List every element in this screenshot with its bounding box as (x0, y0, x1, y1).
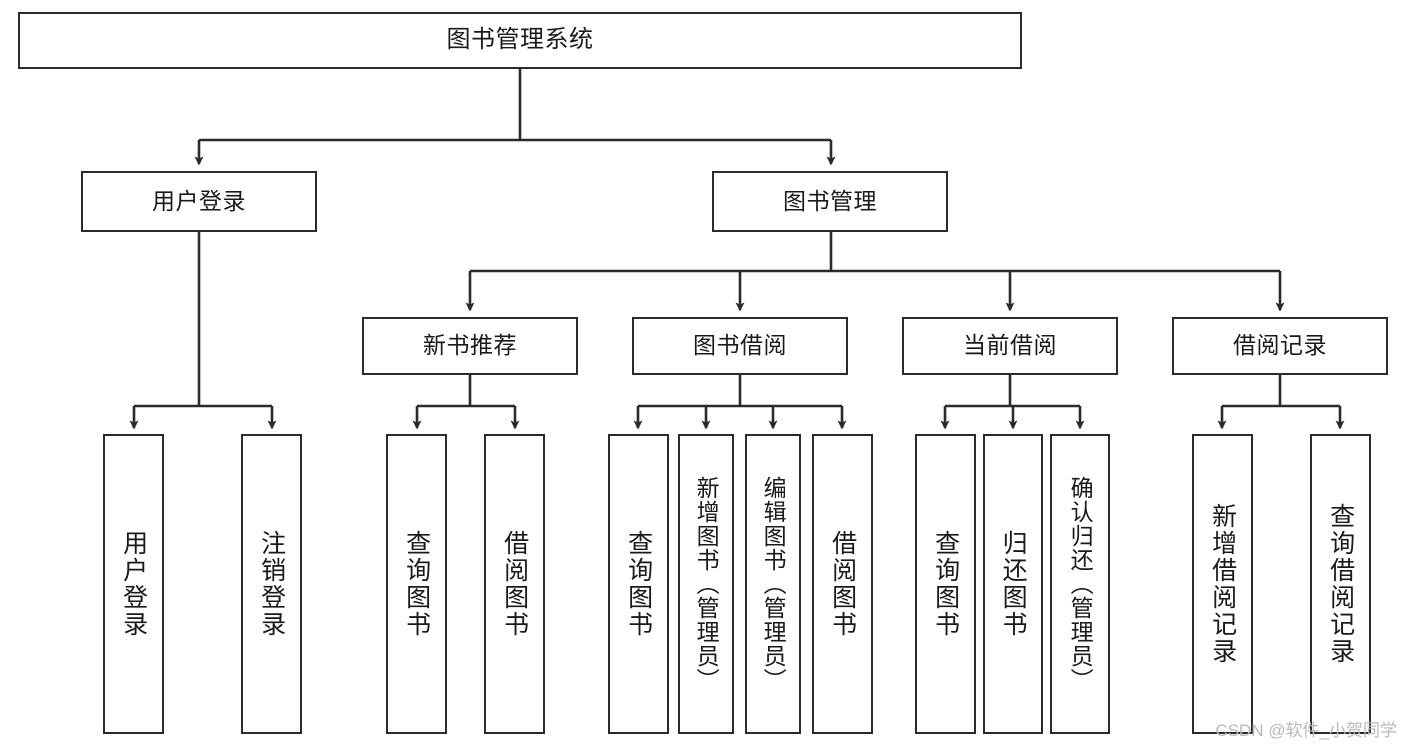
node-leaf-confirm-return-label: 确认归还（管理员） (1067, 476, 1094, 692)
node-leaf-query-book-2-label: 查询图书 (624, 530, 653, 638)
node-leaf-add-book[interactable]: 新增图书（管理员） (678, 434, 734, 734)
node-leaf-edit-book[interactable]: 编辑图书（管理员） (745, 434, 801, 734)
node-leaf-borrow-book-1[interactable]: 借阅图书 (484, 434, 545, 734)
node-new-book-recommend[interactable]: 新书推荐 (362, 317, 578, 375)
node-leaf-borrow-book-2-label: 借阅图书 (828, 530, 857, 638)
node-leaf-query-book-3[interactable]: 查询图书 (915, 434, 976, 734)
node-leaf-query-book-1-label: 查询图书 (402, 530, 431, 638)
node-root[interactable]: 图书管理系统 (18, 12, 1022, 69)
node-leaf-add-record-label: 新增借阅记录 (1208, 503, 1237, 665)
node-current-borrow-label: 当前借阅 (963, 332, 1057, 359)
node-book-management-label: 图书管理 (783, 187, 877, 214)
node-leaf-user-login-label: 用户登录 (119, 530, 148, 638)
node-borrow-record[interactable]: 借阅记录 (1172, 317, 1388, 375)
node-leaf-query-record[interactable]: 查询借阅记录 (1310, 434, 1371, 734)
node-leaf-user-login[interactable]: 用户登录 (103, 434, 164, 734)
node-book-management[interactable]: 图书管理 (712, 171, 948, 232)
node-current-borrow[interactable]: 当前借阅 (902, 317, 1118, 375)
node-root-label: 图书管理系统 (446, 26, 594, 54)
node-leaf-return-book-label: 归还图书 (999, 530, 1028, 638)
node-leaf-confirm-return[interactable]: 确认归还（管理员） (1050, 434, 1110, 734)
node-user-login-label: 用户登录 (152, 187, 246, 214)
node-leaf-logout-label: 注销登录 (257, 530, 286, 638)
node-leaf-query-record-label: 查询借阅记录 (1326, 503, 1355, 665)
node-leaf-borrow-book-1-label: 借阅图书 (500, 530, 529, 638)
node-leaf-return-book[interactable]: 归还图书 (983, 434, 1043, 734)
node-new-book-recommend-label: 新书推荐 (423, 332, 517, 359)
node-leaf-query-book-2[interactable]: 查询图书 (608, 434, 669, 734)
node-leaf-query-book-3-label: 查询图书 (931, 530, 960, 638)
node-leaf-add-record[interactable]: 新增借阅记录 (1192, 434, 1253, 734)
node-leaf-edit-book-label: 编辑图书（管理员） (760, 476, 787, 692)
node-user-login[interactable]: 用户登录 (81, 171, 317, 232)
node-borrow-record-label: 借阅记录 (1233, 332, 1327, 359)
node-book-borrow-label: 图书借阅 (693, 332, 787, 359)
node-leaf-query-book-1[interactable]: 查询图书 (386, 434, 447, 734)
node-leaf-borrow-book-2[interactable]: 借阅图书 (812, 434, 873, 734)
node-leaf-logout[interactable]: 注销登录 (241, 434, 302, 734)
node-leaf-add-book-label: 新增图书（管理员） (693, 476, 720, 692)
node-book-borrow[interactable]: 图书借阅 (632, 317, 848, 375)
